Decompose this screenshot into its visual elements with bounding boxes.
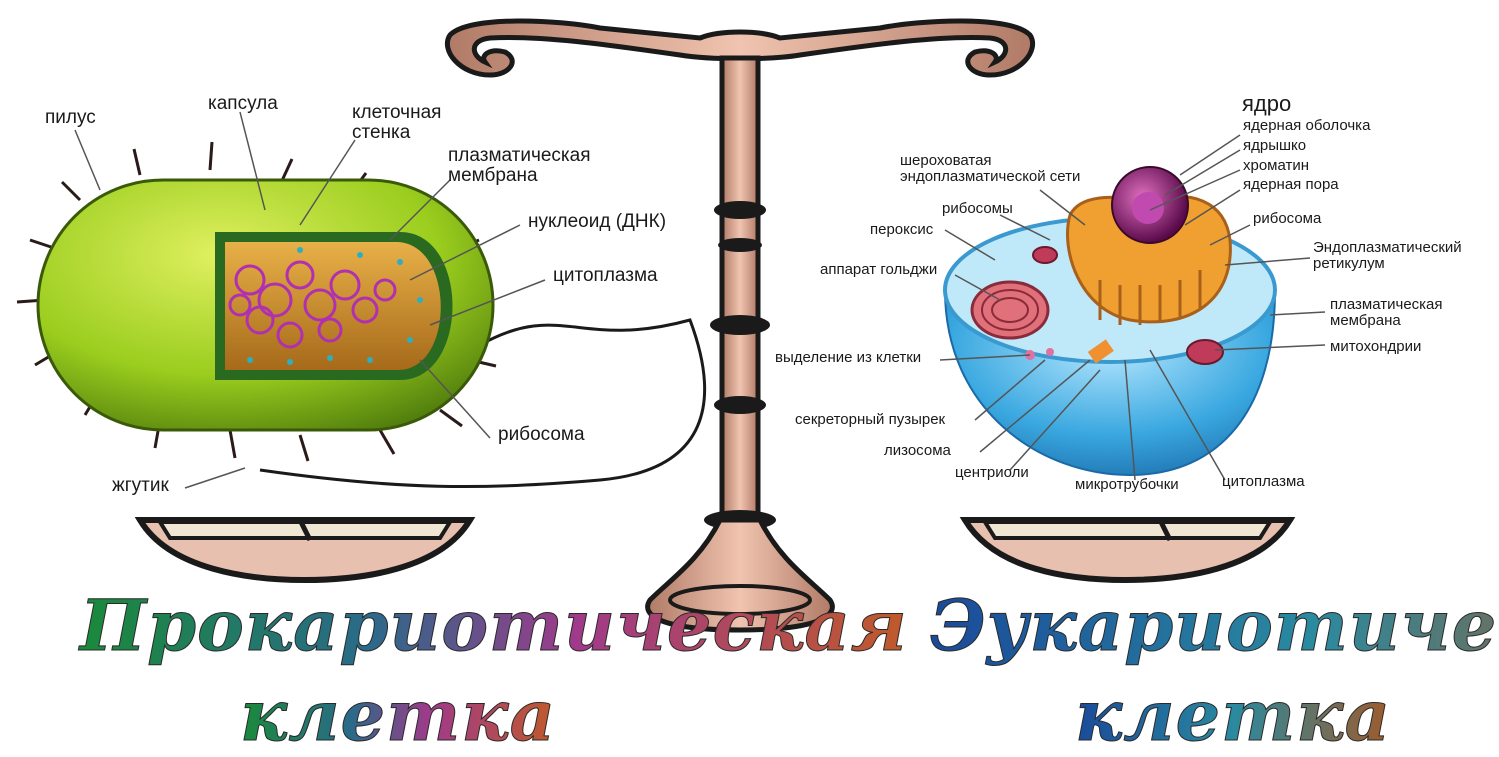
- label-cytoplasm-eu: цитоплазма: [1222, 474, 1305, 490]
- label-peroxisome: пероксис: [870, 222, 933, 238]
- label-flagellum: жгутик: [112, 476, 169, 496]
- label-centrioles: центриоли: [955, 465, 1029, 481]
- label-nucleolus: ядрышко: [1243, 138, 1306, 154]
- label-nuclear-envelope: ядерная оболочка: [1243, 118, 1370, 134]
- label-rough-er: шероховатая эндоплазматической сети: [900, 153, 1080, 185]
- label-capsule: капсула: [208, 94, 278, 114]
- label-ribosome-eu: рибосома: [1253, 211, 1321, 227]
- left-pan: [140, 520, 470, 580]
- label-microtubules: микротрубочки: [1075, 477, 1179, 493]
- label-cytoplasm-pro: цитоплазма: [553, 266, 658, 286]
- label-ribosomes: рибосомы: [942, 201, 1013, 217]
- label-mitochondria: митохондрии: [1330, 339, 1421, 355]
- label-plasma-membrane-pro: плазматическая мембрана: [448, 146, 591, 186]
- label-lysosome: лизосома: [884, 443, 951, 459]
- label-nuclear-pore: ядерная пора: [1243, 177, 1339, 193]
- right-pan: [965, 520, 1290, 580]
- eukaryote-title-line2: клетка: [1075, 674, 1391, 757]
- label-chromatin: хроматин: [1243, 158, 1309, 174]
- prokaryote-title-line2: клетка: [240, 674, 556, 757]
- label-cell-wall: клеточная стенка: [352, 103, 441, 143]
- label-pilus: пилус: [45, 108, 96, 128]
- label-ribosome-pro: рибосома: [498, 425, 585, 445]
- prokaryote-title-line1: Прокариотическая: [78, 584, 908, 667]
- label-nucleus: ядро: [1242, 92, 1291, 115]
- label-nucleoid: нуклеоид (ДНК): [528, 212, 666, 232]
- label-secretion: выделение из клетки: [775, 350, 921, 366]
- eukaryote-title-line1: Эукариотическая: [930, 584, 1499, 667]
- label-plasma-membrane-eu: плазматическая мембрана: [1330, 297, 1443, 329]
- label-secretory-vesicle: секреторный пузырек: [795, 412, 945, 428]
- label-golgi: аппарат гольджи: [820, 262, 937, 278]
- prokaryote-cell: [17, 142, 705, 487]
- label-er: Эндоплазматический ретикулум: [1313, 240, 1462, 272]
